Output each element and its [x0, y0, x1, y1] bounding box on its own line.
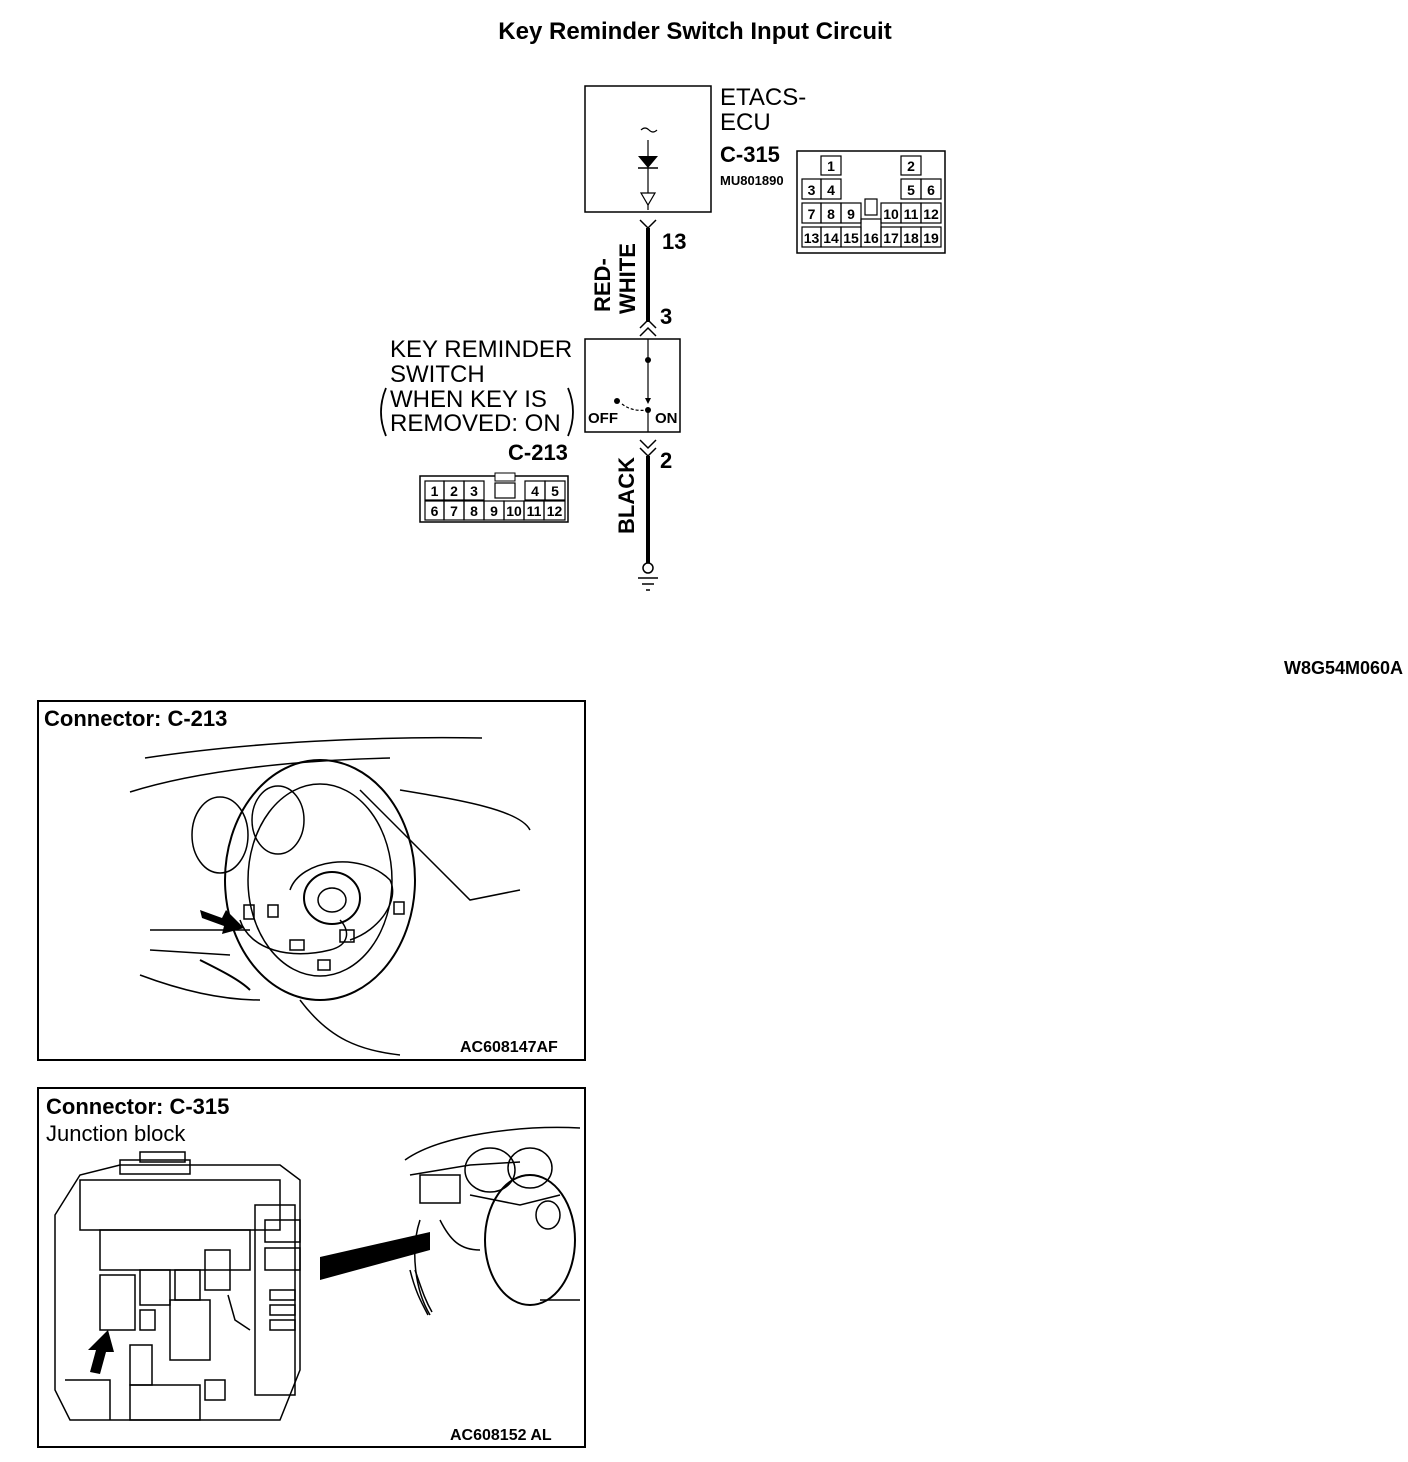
- c213-pin-10: 10: [506, 503, 522, 519]
- c315-pin-17: 17: [883, 230, 899, 246]
- panel1-code: AC608147AF: [460, 1039, 558, 1056]
- diode-icon: [638, 156, 658, 168]
- wire-top-color-line2: WHITE: [615, 243, 640, 314]
- panel2-title: Connector: C-315: [46, 1094, 230, 1119]
- c315-pin-12-cell: [920, 202, 942, 224]
- wire-top-color-line1: RED-: [590, 258, 615, 312]
- c315-pin-19-cell: [920, 226, 942, 248]
- ecu-name-line1: ETACS-: [720, 84, 807, 111]
- c213-pin-5: 5: [551, 483, 559, 499]
- zoom-pointer: [320, 1232, 430, 1280]
- c315-key-cell: [864, 198, 878, 216]
- input-arrow-icon: [639, 192, 657, 207]
- c213-pin-12: 12: [547, 503, 563, 519]
- switch-connector-label: C-213: [508, 440, 568, 465]
- c213-pin-11: 11: [527, 503, 542, 519]
- c315-pin-7: 7: [808, 206, 816, 222]
- location-arrow-icon-2: [88, 1330, 114, 1374]
- panel1-title: Connector: C-213: [44, 706, 228, 731]
- dashboard-illustration: [404, 1126, 581, 1316]
- c315-pin-8: 8: [827, 206, 835, 222]
- switch-terminal-2: 2: [660, 448, 673, 473]
- c315-pin-4-cell: [820, 178, 842, 200]
- ecu-sense-symbol: [640, 127, 658, 133]
- switch-name-line1: KEY REMINDER: [390, 336, 573, 363]
- c315-pin-13: 13: [804, 230, 820, 246]
- c315-pin-5: 5: [907, 182, 915, 198]
- c315-pin-10: 10: [883, 206, 899, 222]
- panel-c315: [37, 1087, 586, 1448]
- c315-pin-19: 19: [923, 230, 939, 246]
- c315-pin-11: 11: [904, 206, 919, 222]
- ecu-name-line2: ECU: [720, 109, 771, 136]
- ground-icon: [638, 577, 658, 591]
- c213-pin-1: 1: [431, 483, 439, 499]
- c315-pin-9: 9: [847, 206, 855, 222]
- steering-column-illustration: [129, 736, 531, 1056]
- switch-condition-line2: REMOVED: ON: [390, 410, 561, 437]
- wire-bottom-color: BLACK: [614, 457, 639, 534]
- c213-pin-9: 9: [490, 503, 498, 519]
- diagram-code: W8G54M060A: [1284, 658, 1404, 678]
- c315-pin-1-cell: [820, 155, 842, 176]
- c213-pin-3: 3: [470, 483, 478, 499]
- c315-pin-18: 18: [903, 230, 919, 246]
- switch-terminal-3: 3: [660, 304, 673, 329]
- c213-pin-7: 7: [450, 503, 458, 519]
- c213-pin-12-cell: [543, 500, 566, 521]
- diagram-title: Key Reminder Switch Input Circuit: [498, 18, 892, 45]
- c213-pin-4: 4: [531, 483, 539, 499]
- c213-pin-5-cell: [544, 480, 566, 501]
- switch-box: [584, 338, 681, 433]
- c315-pin-12: 12: [923, 206, 939, 222]
- ground-point: [642, 562, 654, 574]
- c315-pin-2-cell: [900, 155, 922, 176]
- c315-pin-2: 2: [907, 158, 915, 174]
- c213-pin-2: 2: [450, 483, 458, 499]
- c315-pin-3: 3: [808, 182, 816, 198]
- c315-pin-9-cell: [840, 202, 862, 224]
- c213-pin-6: 6: [431, 503, 439, 519]
- c213-pin-8: 8: [470, 503, 478, 519]
- c315-pin-6-cell: [920, 178, 942, 200]
- ecu-connector-label: C-315: [720, 142, 780, 167]
- switch-name-line2: SWITCH: [390, 361, 485, 388]
- panel-c213: [37, 700, 586, 1061]
- location-arrow-icon: [200, 910, 244, 934]
- c213-pin-3-cell: [463, 480, 485, 501]
- ecu-terminal-13: 13: [662, 229, 687, 254]
- c315-pin-16: 16: [863, 230, 879, 246]
- c315-pin-6: 6: [927, 182, 935, 198]
- switch-condition-line1: WHEN KEY IS: [390, 386, 547, 413]
- c315-pin-15: 15: [843, 230, 859, 246]
- c213-key-cell: [494, 482, 516, 499]
- c315-pin-1: 1: [827, 158, 835, 174]
- c315-pin-14: 14: [823, 230, 839, 246]
- c315-pin-4: 4: [827, 182, 835, 198]
- junction-block-illustration: [54, 1151, 301, 1421]
- panel2-code: AC608152 AL: [450, 1427, 552, 1444]
- switch-on-label: ON: [655, 410, 678, 427]
- switch-off-label: OFF: [588, 410, 618, 427]
- ecu-part-number: MU801890: [720, 173, 784, 188]
- panel2-subtitle: Junction block: [46, 1121, 186, 1146]
- ecu-box: [584, 85, 712, 213]
- switch-contact: [621, 403, 649, 411]
